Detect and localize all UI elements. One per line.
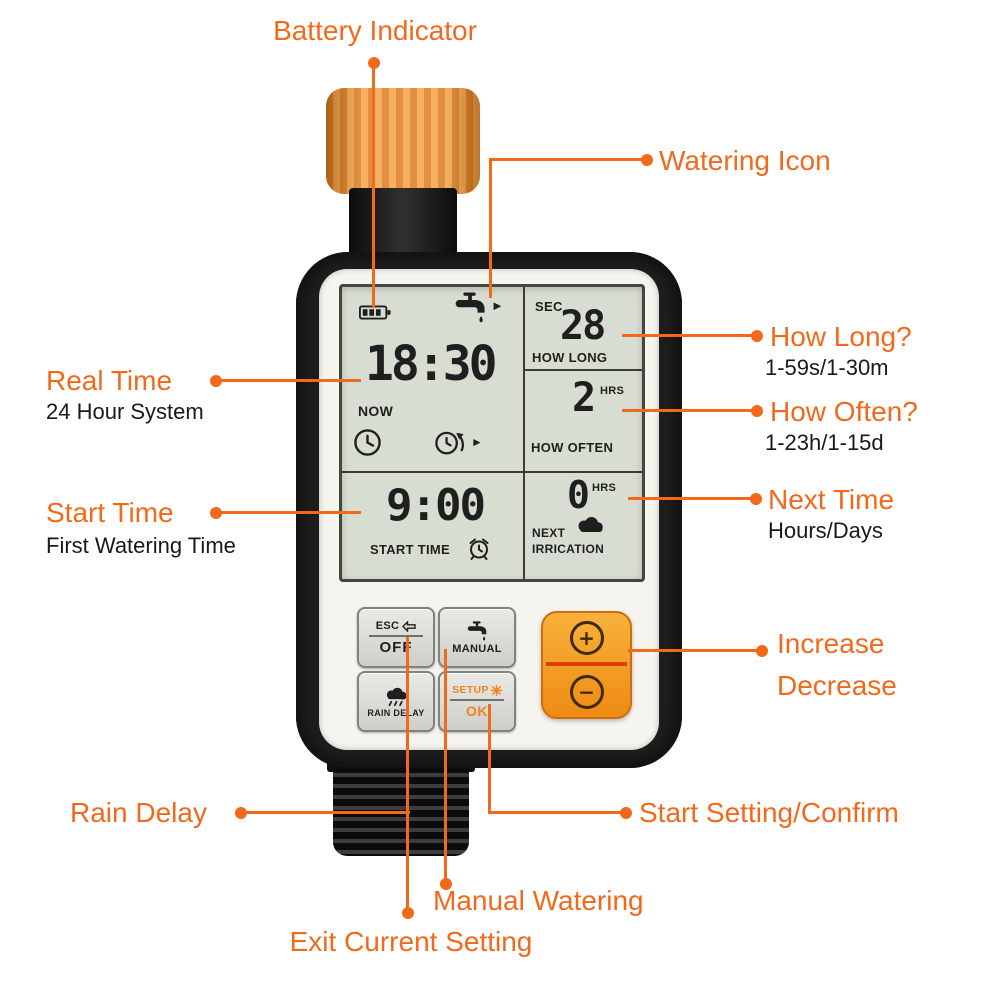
real-time-dot bbox=[210, 375, 222, 387]
esc-off-divider bbox=[369, 634, 423, 637]
increase-button[interactable]: + bbox=[543, 613, 630, 662]
start-time-callout-sub: First Watering Time bbox=[46, 533, 236, 558]
plus-glyph: + bbox=[578, 625, 595, 650]
start-setting-line-h bbox=[489, 811, 621, 814]
how-often-label: How Often? bbox=[770, 396, 918, 427]
manual-watering-dot bbox=[440, 878, 452, 890]
minus-icon: − bbox=[569, 674, 604, 709]
rain-delay-button[interactable]: RAIN DELAY bbox=[357, 671, 435, 732]
faucet-arrow-icon: ► bbox=[491, 298, 504, 313]
manual-faucet-icon bbox=[465, 620, 489, 641]
rain-delay-line bbox=[246, 811, 410, 814]
how-often-dot bbox=[751, 405, 763, 417]
real-time-sub: 24 Hour System bbox=[46, 399, 204, 424]
start-time-value: 9:00 bbox=[386, 480, 486, 531]
next-label-line2: IRRICATION bbox=[532, 542, 605, 556]
esc-off-button[interactable]: ESC OFF bbox=[357, 607, 435, 668]
setup-ok-divider bbox=[450, 699, 504, 701]
start-setting-label: Start Setting/Confirm bbox=[639, 797, 899, 828]
start-time-callout-label: Start Time bbox=[46, 497, 174, 528]
exit-setting-line bbox=[406, 637, 409, 908]
how-long-label: HOW LONG bbox=[532, 350, 608, 365]
cycle-arrow-icon: ► bbox=[471, 435, 483, 449]
how-long-sub: 1-59s/1-30m bbox=[765, 355, 889, 380]
start-time-line bbox=[221, 511, 361, 514]
battery-indicator-label: Battery Indicator bbox=[273, 15, 477, 46]
off-label: OFF bbox=[379, 638, 413, 656]
esc-label: ESC bbox=[375, 619, 400, 632]
battery-indicator-line bbox=[372, 68, 375, 308]
how-long-value: 28 bbox=[560, 303, 606, 349]
watering-icon-line-h bbox=[489, 158, 642, 161]
watering-icon-label: Watering Icon bbox=[659, 145, 831, 176]
current-time-value: 18:30 bbox=[365, 336, 497, 392]
lcd-divider-horizontal bbox=[342, 471, 642, 473]
now-label: NOW bbox=[358, 403, 394, 419]
how-often-value: 2 bbox=[572, 375, 597, 421]
exit-setting-label: Exit Current Setting bbox=[289, 926, 533, 957]
how-often-label: HOW OFTEN bbox=[531, 440, 614, 455]
setup-ok-button[interactable]: SETUP OK bbox=[438, 671, 516, 732]
how-often-unit: HRS bbox=[600, 385, 625, 397]
next-time-label: Next Time bbox=[768, 484, 895, 515]
decrease-label: Decrease bbox=[777, 670, 897, 701]
battery-indicator-dot bbox=[368, 57, 380, 69]
next-time-line bbox=[628, 497, 751, 500]
exit-setting-dot bbox=[402, 907, 414, 919]
ok-label: OK bbox=[466, 703, 488, 719]
cycle-clock-icon bbox=[433, 428, 467, 457]
next-time-dot bbox=[750, 493, 762, 505]
how-long-dot bbox=[751, 330, 763, 342]
hose-cap bbox=[326, 88, 480, 194]
rain-cloud-icon bbox=[383, 686, 410, 707]
how-long-label: How Long? bbox=[770, 321, 912, 352]
setup-label: SETUP bbox=[452, 684, 489, 697]
spark-icon bbox=[490, 685, 502, 696]
next-time-sub: Hours/Days bbox=[768, 518, 883, 543]
increase-decrease-dot bbox=[756, 645, 768, 657]
start-setting-dot bbox=[620, 807, 632, 819]
lcd-divider-howlong bbox=[523, 369, 642, 371]
increase-label: Increase bbox=[777, 628, 885, 659]
watering-icon-dot bbox=[641, 154, 653, 166]
how-often-line bbox=[622, 409, 752, 412]
manual-watering-label: Manual Watering bbox=[433, 885, 644, 916]
clock-icon bbox=[353, 428, 382, 457]
sec-unit-label: SEC bbox=[535, 299, 563, 314]
lcd-screen: ► 18:30 NOW ► SEC 28 HOW LONG 2 HRS HOW … bbox=[339, 284, 645, 582]
increase-decrease-rocker: + − bbox=[541, 611, 632, 719]
start-setting-line-v bbox=[488, 704, 491, 814]
manual-watering-line bbox=[444, 649, 447, 879]
watering-faucet-icon bbox=[451, 292, 489, 323]
cap-neck bbox=[349, 188, 457, 256]
rocker-divider bbox=[546, 662, 627, 666]
start-time-dot bbox=[210, 507, 222, 519]
how-long-line bbox=[622, 334, 752, 337]
cloud-icon bbox=[575, 515, 605, 535]
lcd-divider-vertical bbox=[523, 287, 525, 579]
increase-decrease-line bbox=[628, 649, 757, 652]
start-time-label: START TIME bbox=[370, 542, 451, 557]
next-label-line1: NEXT bbox=[532, 526, 566, 540]
rain-delay-callout-label: Rain Delay bbox=[70, 797, 207, 828]
how-often-sub: 1-23h/1-15d bbox=[765, 430, 884, 455]
watering-icon-line-v bbox=[489, 158, 492, 298]
rain-delay-button-label: RAIN DELAY bbox=[367, 707, 425, 718]
manual-button[interactable]: MANUAL bbox=[438, 607, 516, 668]
esc-arrow-icon bbox=[402, 620, 416, 632]
next-unit: HRS bbox=[592, 482, 617, 494]
minus-glyph: − bbox=[578, 679, 595, 704]
decrease-button[interactable]: − bbox=[543, 666, 630, 717]
plus-icon: + bbox=[569, 620, 604, 655]
next-value: 0 bbox=[567, 473, 590, 517]
manual-label: MANUAL bbox=[452, 642, 502, 655]
rain-delay-dot bbox=[235, 807, 247, 819]
alarm-clock-icon bbox=[467, 536, 491, 560]
battery-icon bbox=[359, 304, 391, 321]
real-time-line bbox=[221, 379, 361, 382]
real-time-label: Real Time bbox=[46, 365, 173, 396]
